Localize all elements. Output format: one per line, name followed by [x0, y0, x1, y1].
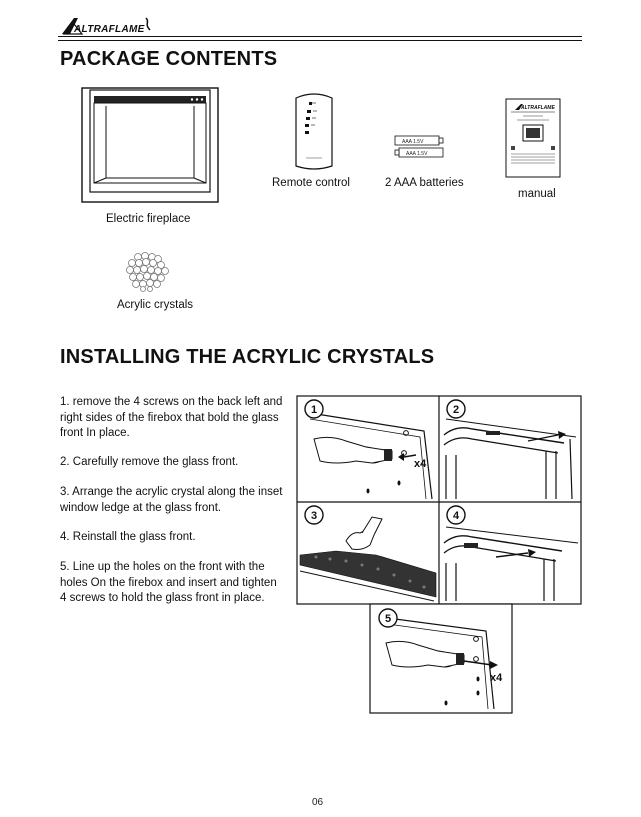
battery-label: AAA 1.5V — [406, 151, 428, 157]
instruction-step: 3. Arrange the acrylic crystal along the… — [60, 486, 283, 514]
instruction-step: 4. Reinstall the glass front. — [60, 531, 196, 543]
batteries-caption: 2 AAA batteries — [385, 177, 464, 189]
instruction-step: 1. remove the 4 screws on the back left … — [60, 396, 283, 439]
battery-label: AAA 1.5V — [402, 139, 424, 145]
crystals-illustration — [126, 252, 169, 292]
panel-step-3: 3 — [299, 505, 437, 602]
panel-step-2: 2 — [443, 399, 577, 500]
manual-logo-text: ALTRAFLAME — [520, 105, 555, 111]
manual-caption: manual — [518, 188, 556, 200]
step-number-badge: 3 — [311, 510, 317, 522]
panel-step-5: x4 5 — [378, 608, 503, 710]
page-number: 06 — [312, 797, 324, 808]
package-contents-title: PACKAGE CONTENTS — [60, 48, 278, 70]
step-number-badge: 1 — [311, 404, 317, 416]
step-number-badge: 5 — [385, 613, 391, 625]
step-number-badge: 4 — [453, 510, 460, 522]
header-rule — [58, 40, 582, 41]
multiplier-label: x4 — [414, 458, 427, 470]
step-number-badge: 2 — [453, 404, 459, 416]
multiplier-label: x4 — [490, 672, 503, 684]
header-rule — [58, 36, 582, 37]
panel-step-4: 4 — [443, 505, 579, 601]
remote-illustration — [295, 93, 333, 170]
logo-text: ALTRAFLAME — [73, 24, 145, 35]
panel-step-1: x4 1 — [304, 399, 433, 500]
remote-caption: Remote control — [272, 177, 350, 189]
fireplace-caption: Electric fireplace — [106, 213, 191, 225]
fireplace-illustration — [81, 87, 219, 203]
manual-illustration: ALTRAFLAME — [505, 98, 561, 178]
crystals-caption: Acrylic crystals — [117, 299, 194, 311]
installation-diagram: x4 1 2 3 — [296, 395, 582, 714]
instruction-step: 2. Carefully remove the glass front. — [60, 456, 239, 468]
altraflame-logo: ALTRAFLAME — [62, 17, 151, 35]
batteries-illustration: AAA 1.5V AAA 1.5V — [394, 135, 444, 158]
installing-crystals-title: INSTALLING THE ACRYLIC CRYSTALS — [60, 346, 435, 368]
instruction-step: 5. Line up the holes on the front with t… — [60, 561, 277, 604]
